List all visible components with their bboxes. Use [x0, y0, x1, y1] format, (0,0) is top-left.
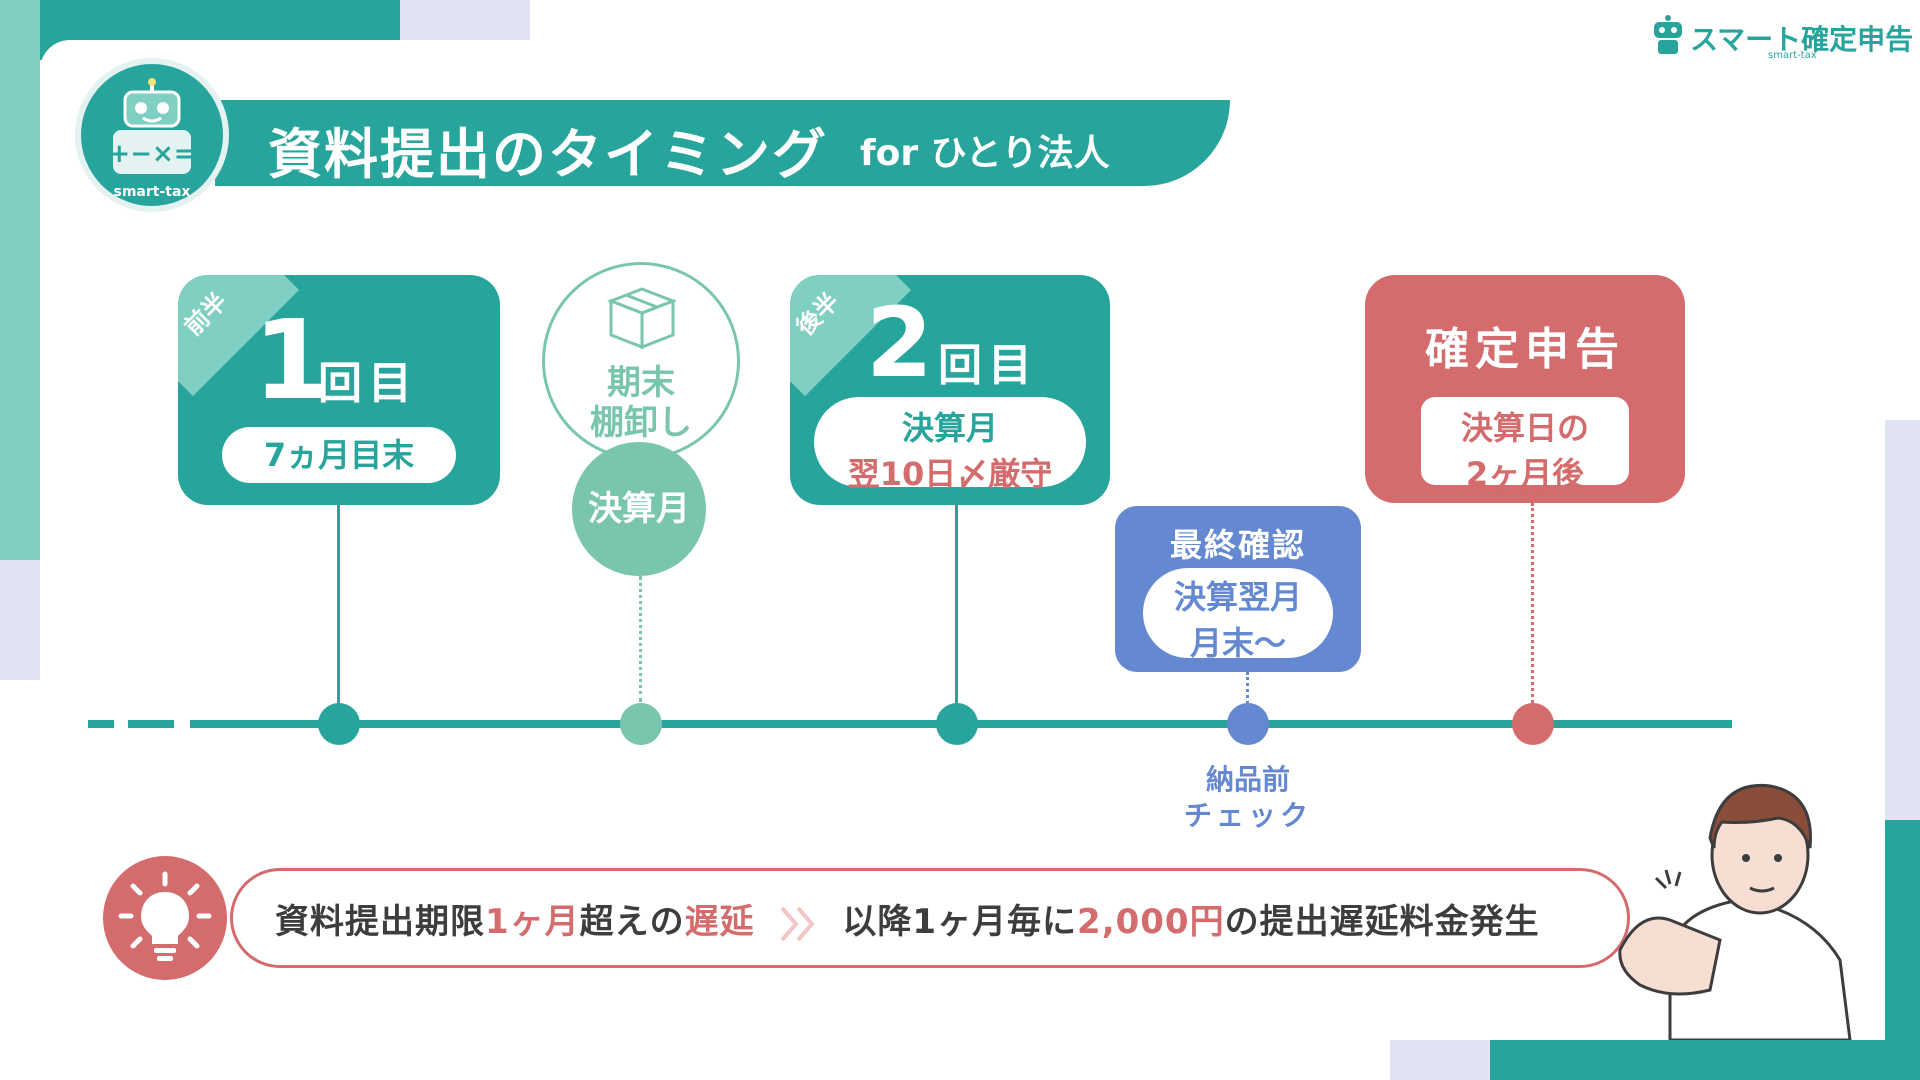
timeline-dot-final-check — [1227, 703, 1269, 745]
final-check-note-line2: チェック — [1183, 799, 1312, 832]
notice-part-3: 超えの — [579, 902, 685, 942]
final-check-note-line1: 納品前 — [1205, 763, 1290, 796]
background-bottom-teal — [1480, 1040, 1920, 1080]
notice-part-2: 1ヶ月 — [485, 902, 580, 942]
step1-number: 1 — [253, 296, 330, 424]
timeline-dot-step2 — [936, 703, 978, 745]
filing-title: 確定申告 — [1425, 324, 1625, 375]
notice-part-5: 以降1ヶ月毎に — [842, 902, 1078, 942]
inventory-circle: 期末 棚卸し — [542, 262, 740, 460]
final-check-pill: 決算翌月 月末〜 — [1143, 568, 1333, 662]
step2-pill: 決算月 翌10日〆厳守 — [814, 397, 1086, 493]
connector-filing — [1531, 503, 1534, 703]
background-right-teal — [1885, 820, 1920, 1080]
background-left-teal — [0, 0, 40, 560]
robot-icon: +−×= — [108, 78, 196, 174]
notice-part-6: 2,000円 — [1077, 902, 1225, 942]
inventory-label-line1: 期末 — [607, 363, 675, 403]
background-top-left-accent — [400, 0, 530, 45]
notice-part-1: 資料提出期限 — [275, 902, 485, 942]
brand-subtitle: smart-tax — [1768, 50, 1817, 61]
notice-part-7: の提出遅延料金発生 — [1224, 902, 1540, 942]
logo-badge: +−×= smart-tax — [75, 58, 229, 212]
brand-name: スマート確定申告 — [1690, 23, 1914, 56]
title-banner — [215, 100, 1230, 186]
box-icon — [607, 287, 677, 350]
timeline-dash-2 — [128, 720, 174, 728]
step2-pill-line1: 決算月 — [901, 409, 998, 447]
pointing-character-illustration — [1618, 783, 1852, 1040]
connector-step2 — [955, 500, 958, 720]
filing-pill: 決算日の 2ヶ月後 — [1421, 397, 1629, 493]
final-check-pill-line1: 決算翌月 — [1173, 578, 1302, 616]
lightbulb-icon — [118, 871, 212, 961]
final-check-card: 最終確認 決算翌月 月末〜 — [1115, 506, 1361, 672]
final-check-title: 最終確認 — [1169, 526, 1306, 564]
page-title: 資料提出のタイミング — [268, 123, 828, 186]
svg-text:+−×=: +−×= — [108, 139, 195, 169]
inventory-month-label: 決算月 — [588, 489, 690, 529]
timeline-dot-filing — [1512, 703, 1554, 745]
step2-pill-line2: 翌10日〆厳守 — [847, 455, 1053, 493]
step1-suffix: 回目 — [318, 358, 418, 409]
connector-step1 — [337, 500, 340, 720]
step2-number: 2 — [866, 287, 933, 399]
connector-inventory — [639, 576, 642, 702]
inventory-month-circle: 決算月 — [572, 442, 706, 576]
background-left-light — [0, 560, 40, 680]
final-check-pill-line2: 月末〜 — [1189, 624, 1286, 662]
filing-card: 確定申告 決算日の 2ヶ月後 — [1365, 275, 1685, 503]
logo-text: smart-tax — [113, 184, 191, 200]
double-chevron-icon — [780, 906, 815, 941]
step1-pill: 7ヵ月目末 — [222, 427, 456, 483]
timeline-dot-step1 — [318, 703, 360, 745]
filing-pill-line1: 決算日の — [1460, 409, 1589, 447]
page-subtitle: for ひとり法人 — [860, 133, 1110, 174]
background-right-light — [1885, 420, 1920, 820]
timeline-dot-inventory — [620, 703, 662, 745]
timeline-dash-1 — [88, 720, 114, 728]
robot-icon — [1654, 15, 1682, 54]
inventory-label-line2: 棚卸し — [590, 403, 692, 443]
notice-text: 資料提出期限1ヶ月超えの遅延 以降1ヶ月毎に2,000円の提出遅延料金発生 — [275, 894, 1540, 943]
notice-part-4: 遅延 — [684, 902, 755, 942]
step2-card: 後半 2 回目 決算月 翌10日〆厳守 — [790, 275, 1110, 505]
background-bottom-light — [1390, 1040, 1490, 1080]
step2-suffix: 回目 — [938, 340, 1038, 391]
notice-icon-circle — [103, 856, 227, 980]
connector-final-check — [1246, 672, 1249, 704]
filing-pill-line2: 2ヶ月後 — [1465, 455, 1585, 493]
step1-card: 前半 1 回目 7ヵ月目末 — [178, 275, 500, 505]
notice-bar — [230, 868, 1630, 968]
